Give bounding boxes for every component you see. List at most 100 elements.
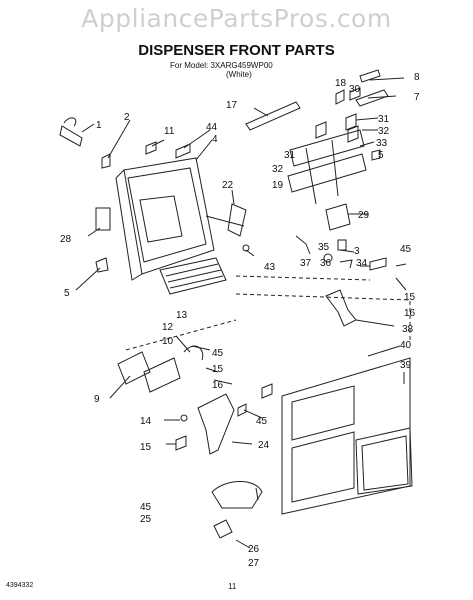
part-label-22: 22: [222, 180, 234, 191]
part-label-29: 29: [358, 210, 370, 221]
part-label-5-left: 5: [64, 288, 70, 299]
part-label-5-right: 5: [378, 150, 384, 161]
part-label-45-right: 45: [400, 244, 412, 255]
part-37-wire: [295, 235, 311, 255]
part-26-shape: [213, 519, 233, 539]
part-label-14: 14: [140, 416, 152, 427]
part-30-shape: [349, 87, 361, 101]
part-24-arm: [197, 393, 235, 455]
part-label-43: 43: [264, 262, 276, 273]
part-label-18: 18: [335, 78, 347, 89]
part-9-plate: [117, 351, 151, 385]
part-39-trim-inner: [361, 435, 409, 491]
part-4-frame-outer: [123, 157, 215, 275]
part-label-2: 2: [124, 112, 130, 123]
part-14-screw: [180, 414, 188, 422]
leader-lines-right: [355, 77, 405, 147]
leader-lines-lower-right: [339, 213, 407, 327]
part-43-screw: [242, 244, 250, 252]
part-15-right: [369, 257, 387, 271]
part-label-32-left: 32: [272, 164, 284, 175]
part-44-shape: [175, 143, 191, 159]
part-label-34: 34: [356, 258, 368, 269]
part-label-15-mid: 15: [212, 364, 224, 375]
variant-label: (White): [226, 70, 252, 79]
part-45-right: [395, 263, 407, 267]
part-label-45-mid: 45: [212, 348, 224, 359]
part-16-clip: [237, 403, 247, 417]
part-17-strip: [245, 101, 301, 131]
part-label-11: 11: [164, 126, 175, 137]
part-4-frame-side: [115, 169, 143, 281]
part-label-3: 3: [354, 246, 360, 257]
part-label-4: 4: [212, 134, 218, 145]
part-label-25: 25: [140, 514, 152, 525]
part-36-shape: [323, 253, 333, 263]
part-label-24: 24: [258, 440, 270, 451]
part-5-right-screw: [371, 149, 381, 161]
part-34-shape: [339, 259, 353, 269]
part-label-28: 28: [60, 234, 72, 245]
part-label-33: 33: [376, 138, 388, 149]
part-label-19: 19: [272, 180, 284, 191]
part-13-grille-lines: [165, 263, 224, 289]
part-38-lever: [325, 289, 357, 327]
part-13-grille: [159, 257, 227, 295]
part-31-left: [315, 121, 327, 139]
part-label-15-lower: 15: [140, 442, 152, 453]
leader-lines-bottom: [109, 335, 263, 549]
page-number: 11: [228, 582, 237, 591]
part-label-10: 10: [162, 336, 174, 347]
part-32-right: [347, 125, 359, 143]
part-label-17: 17: [226, 100, 238, 111]
part-4-frame-inner: [127, 167, 207, 263]
part-label-1: 1: [96, 120, 102, 131]
part-8-shape: [359, 69, 381, 83]
part-11-shape: [145, 141, 157, 155]
leader-upper: [235, 275, 371, 281]
part-25-cup: [211, 481, 263, 509]
leader-lines-top: [81, 107, 269, 161]
part-label-39: 39: [400, 360, 412, 371]
part-label-26: 26: [248, 544, 260, 555]
part-label-7: 7: [414, 92, 420, 103]
part-28-shape: [95, 207, 111, 231]
part-actuator-posts: [305, 139, 339, 205]
part-3-shape: [337, 239, 347, 251]
part-label-38: 38: [402, 324, 414, 335]
part-1-wire: [63, 117, 77, 127]
part-label-27: 27: [248, 558, 260, 569]
doc-number: 4394332: [6, 582, 34, 589]
part-40-window-upper: [291, 385, 355, 441]
part-4-chute: [139, 195, 183, 243]
part-label-16-mid: 16: [212, 380, 224, 391]
part-label-9: 9: [94, 394, 100, 405]
part-label-31-right: 31: [378, 114, 390, 125]
part-18-shape: [335, 89, 345, 105]
part-label-30: 30: [349, 84, 361, 95]
part-39-trim: [355, 427, 413, 495]
part-label-45-bottom: 45: [140, 502, 152, 513]
leader-right: [235, 293, 411, 340]
part-15-clip-right: [261, 383, 273, 399]
part-31-right: [345, 113, 357, 131]
part-label-36: 36: [320, 258, 332, 269]
diagram-title: DISPENSER FRONT PARTS: [138, 42, 335, 59]
part-label-15-right: 15: [404, 292, 416, 303]
part-2-shape: [101, 153, 111, 169]
part-1-shape: [59, 125, 83, 147]
part-22-bracket: [227, 203, 247, 237]
part-label-35: 35: [318, 242, 330, 253]
leader-lines-mid: [75, 189, 255, 291]
part-label-44: 44: [206, 122, 218, 133]
part-label-31-left: 31: [284, 150, 296, 161]
part-label-12: 12: [162, 322, 174, 333]
part-label-45-lower: 45: [256, 416, 268, 427]
part-label-8: 8: [414, 72, 420, 83]
part-actuator-top: [289, 129, 365, 167]
part-actuator-mid: [287, 153, 367, 193]
watermark: AppliancePartsPros.com: [81, 4, 392, 33]
part-label-37: 37: [300, 258, 312, 269]
part-15-clip: [175, 435, 187, 451]
